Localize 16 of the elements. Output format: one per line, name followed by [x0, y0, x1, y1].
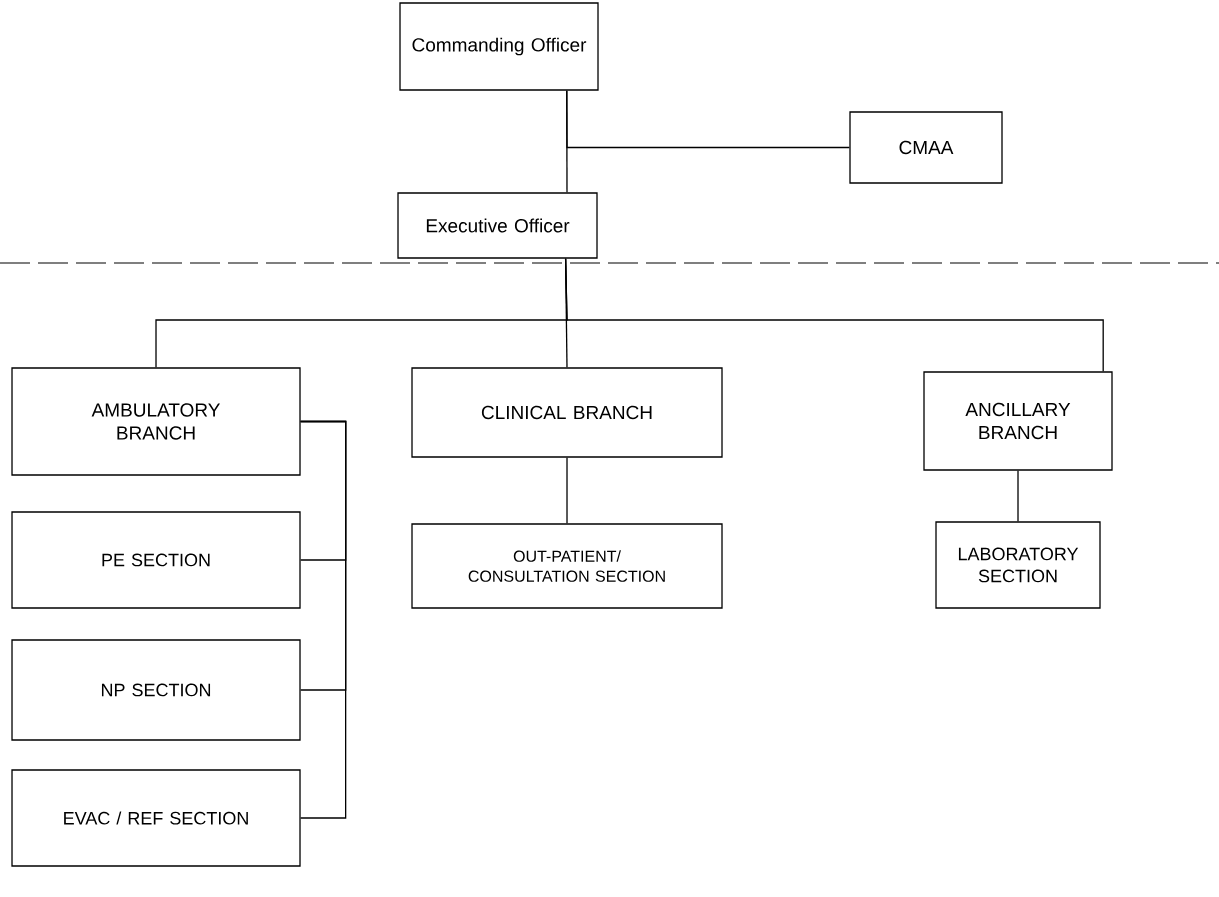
org-box: Executive Officer: [397, 192, 598, 259]
org-box: OUT-PATIENT/ CONSULTATION SECTION: [411, 523, 723, 609]
org-box: EVAC / REF SECTION: [11, 769, 301, 867]
connector-line: [566, 457, 568, 524]
connector-line: [300, 420, 347, 819]
org-box: LABORATORY SECTION: [935, 521, 1101, 609]
org-box: CMAA: [849, 111, 1003, 184]
connector-line: [564, 258, 1104, 372]
org-box: AMBULATORY BRANCH: [11, 367, 301, 476]
org-box: CLINICAL BRANCH: [411, 367, 723, 458]
connector-line: [566, 90, 850, 149]
org-box: Commanding Officer: [399, 2, 599, 91]
org-box: ANCILLARY BRANCH: [923, 371, 1113, 471]
connector-line: [1017, 470, 1019, 522]
org-box: PE SECTION: [11, 511, 301, 609]
org-box: NP SECTION: [11, 639, 301, 741]
